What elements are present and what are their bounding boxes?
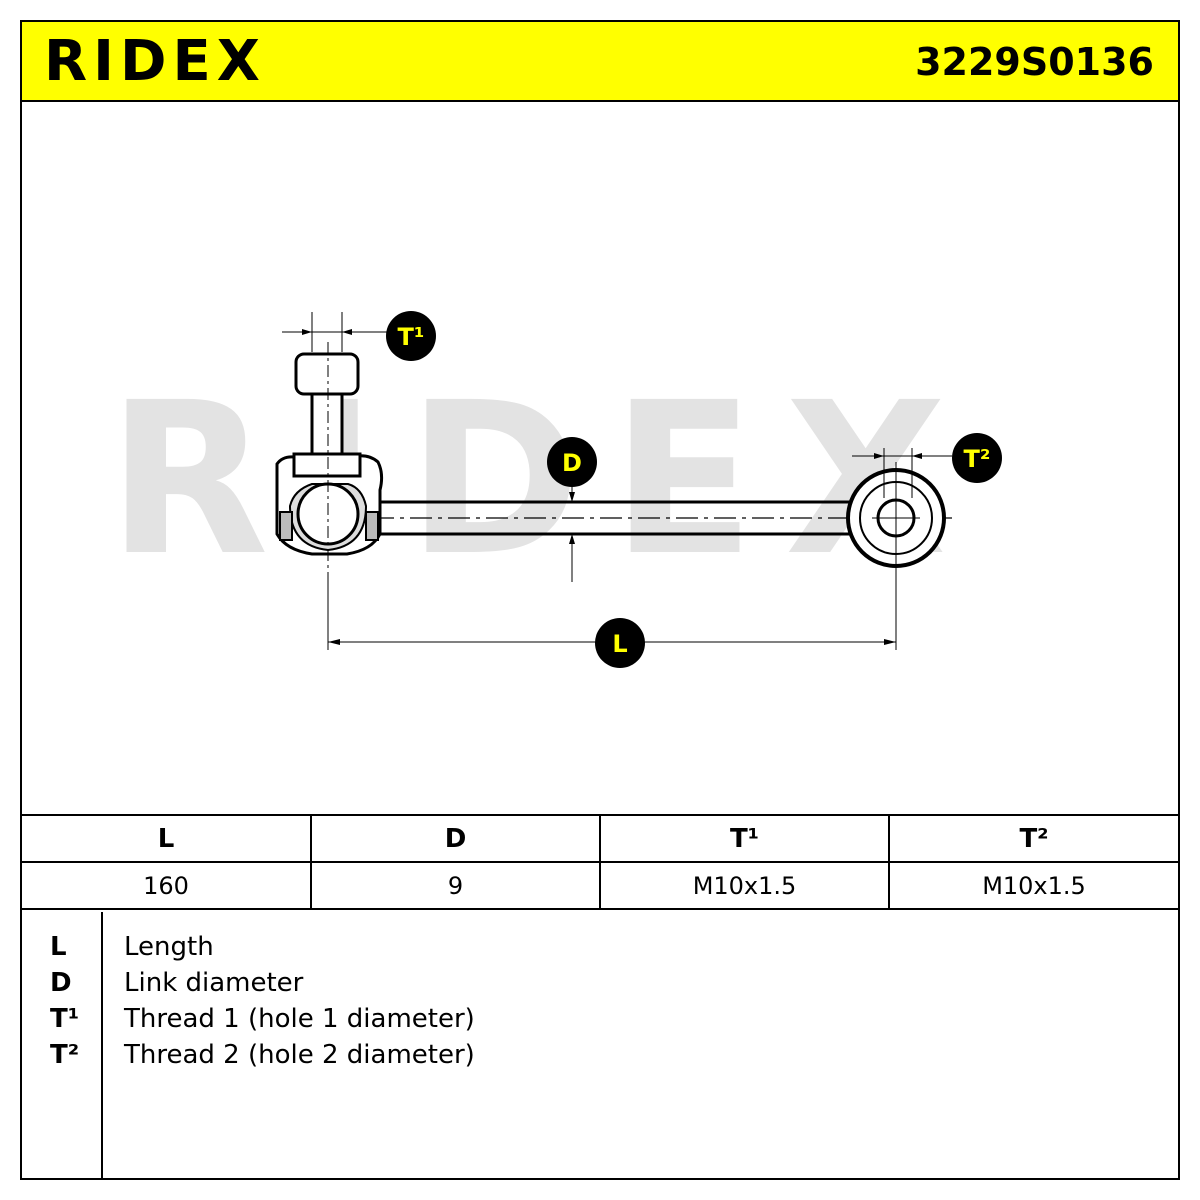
legend-desc: Thread 1 (hole 1 diameter) [124, 1004, 475, 1034]
spec-header-d: D [310, 814, 601, 863]
legend-divider [101, 912, 103, 1178]
legend-desc: Length [124, 932, 214, 962]
watermark-logo: RIDEX [107, 357, 977, 602]
spec-header-row: L D T¹ T² [22, 814, 1178, 863]
spec-header-t2: T² [888, 814, 1178, 863]
legend: L Length D Link diameter T¹ Thread 1 (ho… [22, 912, 1178, 1178]
technical-drawing: RIDEX [107, 311, 1002, 668]
dimension-t1 [282, 312, 388, 352]
eye-joint [846, 462, 946, 642]
brand-logo: RIDEX [44, 29, 266, 94]
label-t2: T² [964, 445, 991, 473]
dimension-t2 [852, 448, 952, 498]
label-l-badge: L [595, 618, 645, 668]
legend-item: D Link diameter [22, 964, 1178, 1000]
link-rod [372, 500, 952, 536]
spec-value-row: 160 9 M10x1.5 M10x1.5 [22, 861, 1178, 910]
legend-key: D [50, 968, 72, 998]
legend-desc: Thread 2 (hole 2 diameter) [124, 1040, 475, 1070]
spec-value-d: 9 [310, 861, 601, 910]
legend-desc: Link diameter [124, 968, 304, 998]
legend-item: T¹ Thread 1 (hole 1 diameter) [22, 1000, 1178, 1036]
legend-item: T² Thread 2 (hole 2 diameter) [22, 1036, 1178, 1072]
label-t1: T¹ [398, 323, 425, 351]
spec-value-t1: M10x1.5 [599, 861, 890, 910]
legend-key: T¹ [50, 1004, 80, 1034]
header-bar: RIDEX 3229S0136 [22, 22, 1178, 102]
legend-item: L Length [22, 928, 1178, 964]
spec-table: L D T¹ T² 160 9 M10x1.5 M10x1.5 [22, 814, 1178, 910]
label-d: D [562, 449, 582, 477]
legend-key: L [50, 932, 67, 962]
label-t1-badge: T¹ [386, 311, 436, 361]
label-d-badge: D [547, 437, 597, 487]
drawing-frame: RIDEX 3229S0136 RIDEX [20, 20, 1180, 1180]
part-number: 3229S0136 [915, 40, 1154, 84]
spec-value-t2: M10x1.5 [888, 861, 1178, 910]
spec-header-t1: T¹ [599, 814, 890, 863]
label-l: L [612, 630, 627, 658]
legend-key: T² [50, 1040, 80, 1070]
spec-value-l: 160 [22, 861, 312, 910]
spec-header-l: L [22, 814, 312, 863]
label-t2-badge: T² [952, 433, 1002, 483]
ball-joint [275, 342, 384, 572]
dimension-d [569, 482, 575, 582]
